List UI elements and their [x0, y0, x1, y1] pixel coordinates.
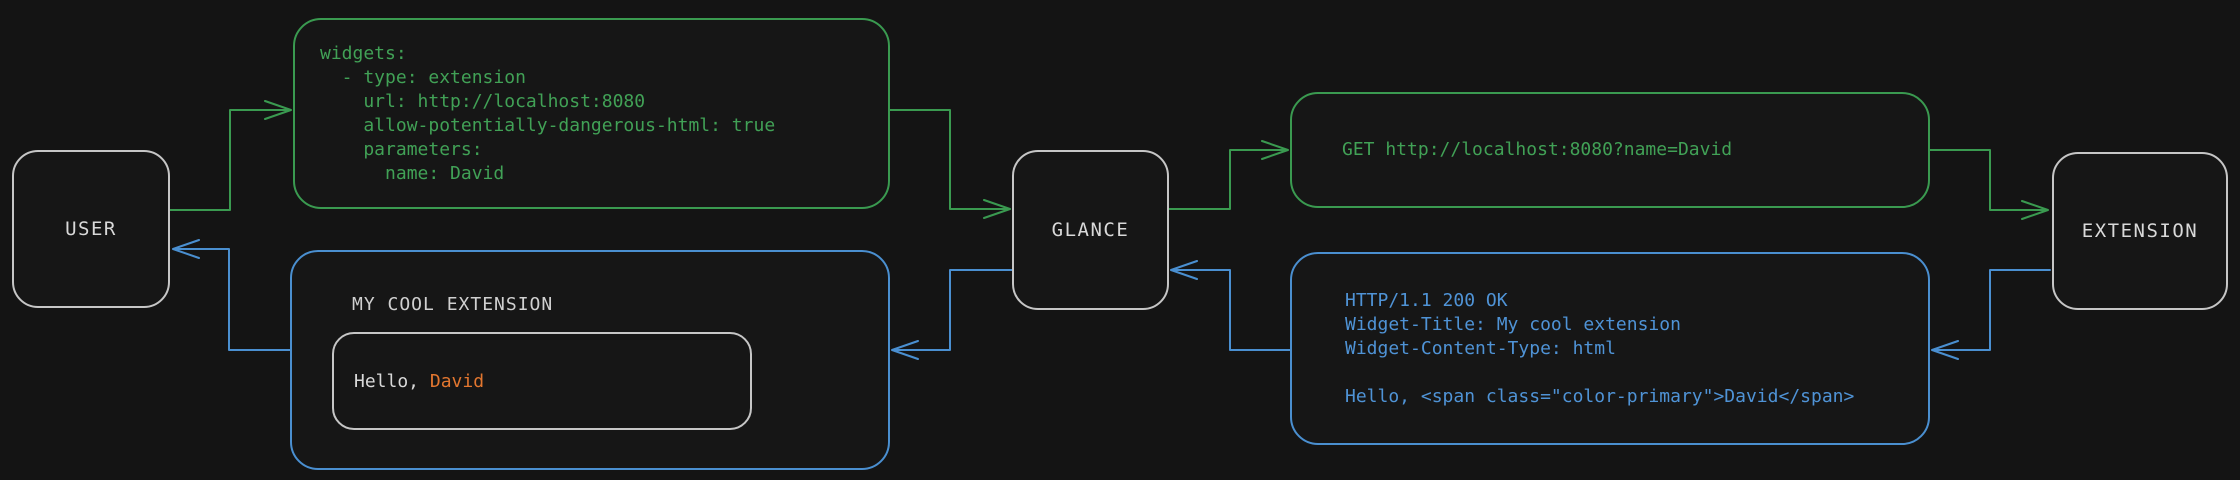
code-line: - type: extension: [320, 66, 526, 88]
arrow-response-to-glance: [1170, 260, 1291, 351]
greeting-name: David: [429, 370, 485, 392]
arrow-extension-to-response: [1931, 269, 2051, 360]
http-response-box: HTTP/1.1 200 OK Widget-Title: My cool ex…: [1290, 252, 1930, 445]
arrow-user-to-config: [169, 100, 292, 211]
rendered-widget-box: MY COOL EXTENSION Hello, David: [290, 250, 890, 470]
http-request-box: GET http://localhost:8080?name=David: [1290, 92, 1930, 208]
node-user-label: USER: [65, 218, 117, 240]
code-line: Widget-Content-Type: html: [1345, 337, 1616, 359]
arrow-glance-to-request: [1168, 140, 1289, 210]
arrow-widget-to-user: [172, 239, 291, 351]
config-yaml-box: widgets: - type: extension url: http://l…: [293, 18, 890, 209]
code-line: [1345, 361, 1928, 385]
code-line: GET http://localhost:8080?name=David: [1342, 139, 1733, 160]
node-glance: GLANCE: [1012, 150, 1169, 310]
arrow-request-to-extension: [1929, 149, 2049, 220]
code-line: HTTP/1.1 200 OK: [1345, 289, 1508, 311]
code-line: name: David: [320, 162, 505, 184]
node-glance-label: GLANCE: [1051, 219, 1130, 241]
code-line: Widget-Title: My cool extension: [1345, 313, 1681, 335]
widget-content-frame: Hello, David: [332, 332, 752, 430]
node-extension: EXTENSION: [2052, 152, 2228, 310]
code-line: url: http://localhost:8080: [320, 90, 646, 112]
node-user: USER: [12, 150, 170, 308]
code-line: widgets:: [320, 42, 407, 64]
node-extension-label: EXTENSION: [2081, 220, 2199, 242]
code-line: Hello, <span class="color-primary">David…: [1345, 385, 1855, 407]
code-line: allow-potentially-dangerous-html: true: [320, 114, 776, 136]
arrow-config-to-glance: [889, 109, 1011, 219]
widget-title: MY COOL EXTENSION: [352, 294, 554, 315]
arrow-glance-to-widget: [891, 269, 1013, 360]
code-line: parameters:: [320, 138, 483, 160]
greeting-text: Hello,: [354, 370, 430, 392]
